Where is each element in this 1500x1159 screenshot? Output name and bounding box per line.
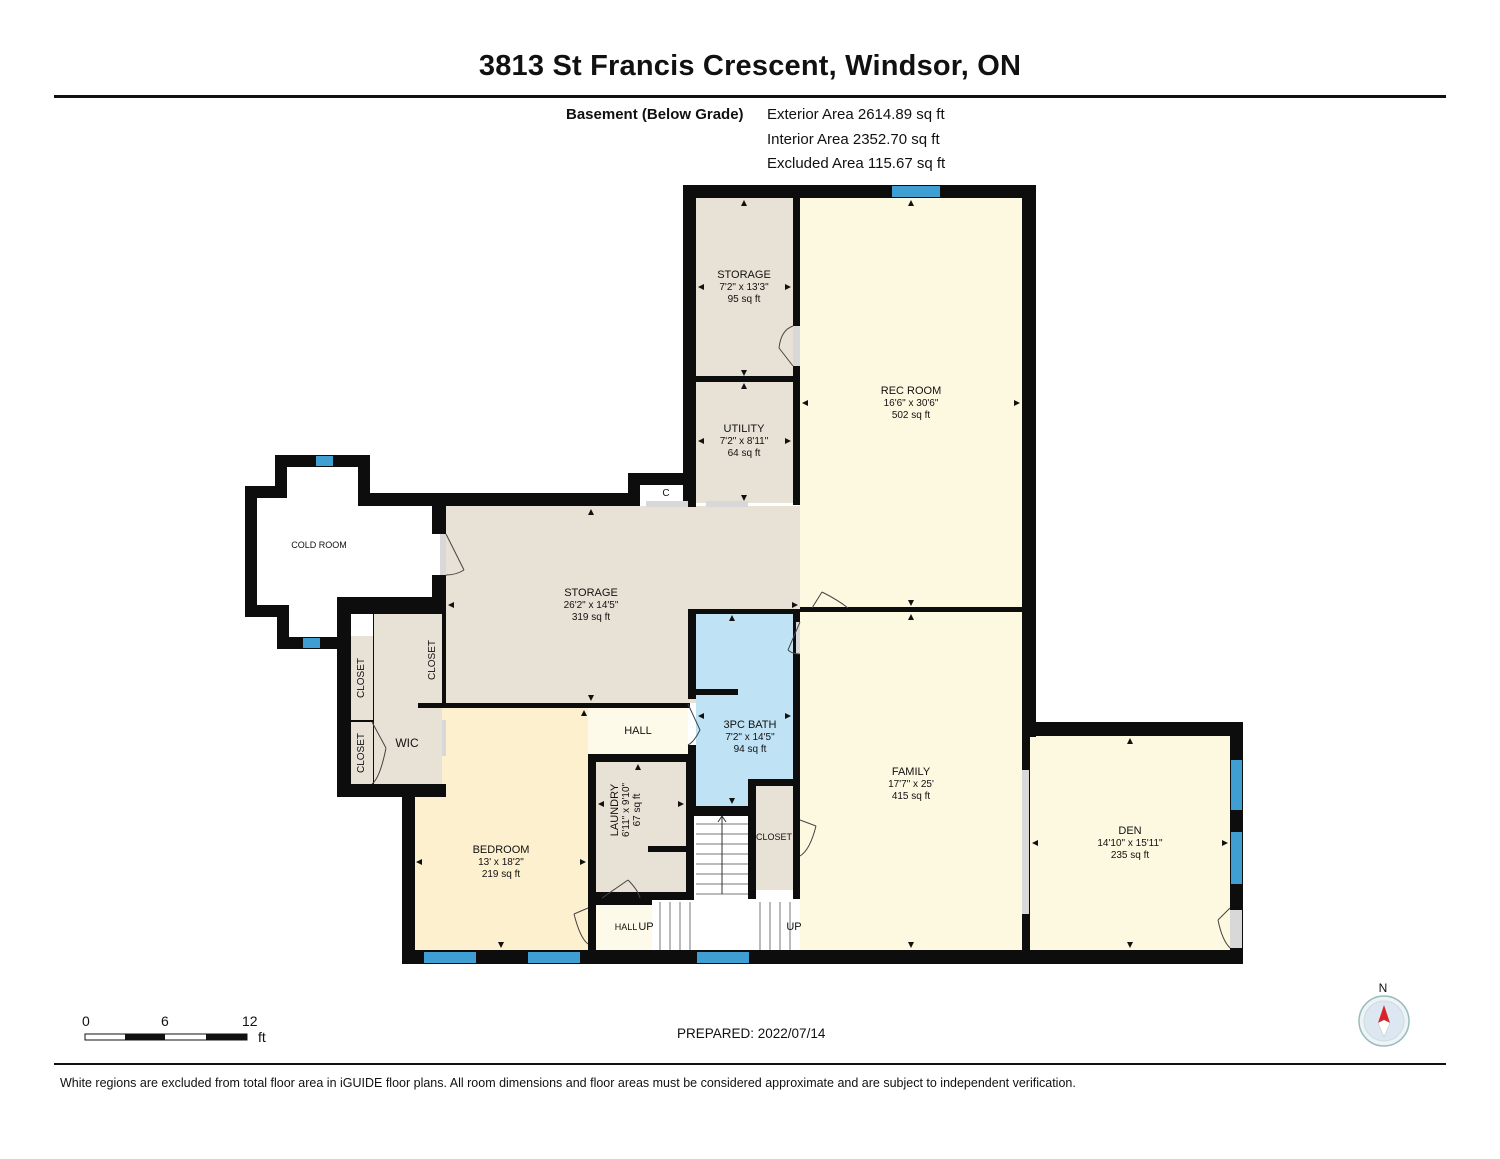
- scale-unit: ft: [258, 1029, 266, 1045]
- bath-fill: [696, 613, 793, 806]
- hall-fill: [588, 708, 688, 754]
- door-swings: [371, 325, 1231, 949]
- utility-dims: 7'2" x 8'11": [720, 436, 769, 447]
- closet-1-fill: [351, 636, 373, 720]
- dimension-arrows: [416, 200, 1228, 948]
- bedroom-area: 219 sq ft: [482, 869, 521, 880]
- closet-4-fill: [756, 786, 793, 890]
- den-area: 235 sq ft: [1111, 850, 1150, 861]
- interior-area: Interior Area 2352.70 sq ft: [767, 131, 940, 148]
- header-rule: [54, 95, 1446, 98]
- utility-name: UTILITY: [724, 423, 766, 435]
- storage-top-dims: 7'2" x 13'3": [719, 282, 769, 293]
- bedroom-dims: 13' x 18'2": [478, 857, 524, 868]
- storage-top-fill: [696, 198, 793, 378]
- footer-rule: [54, 1063, 1446, 1065]
- c-closet-name: C: [662, 488, 669, 499]
- closet-3-fill: [420, 614, 442, 706]
- bath-dims: 7'2" x 14'5": [725, 732, 775, 743]
- closet-1-name: CLOSET: [356, 658, 367, 698]
- windows: [303, 186, 1242, 963]
- closet-3-name: CLOSET: [427, 640, 438, 680]
- scale-tick-6: 6: [161, 1013, 169, 1029]
- den-fill: [1030, 736, 1230, 950]
- excluded-area: Excluded Area 115.67 sq ft: [767, 155, 946, 172]
- rec-room-dims: 16'6" x 30'6": [884, 398, 939, 409]
- exterior-area: Exterior Area 2614.89 sq ft: [767, 106, 945, 123]
- laundry-dims: 6'11" x 9'10": [621, 783, 632, 838]
- den-name: DEN: [1118, 825, 1141, 837]
- den-dims: 14'10" x 15'11": [1097, 838, 1163, 849]
- rec-room-name: REC ROOM: [881, 385, 942, 397]
- family-dims: 17'7" x 25': [888, 779, 934, 790]
- disclaimer: White regions are excluded from total fl…: [60, 1076, 1076, 1090]
- closet-2-name: CLOSET: [356, 733, 367, 773]
- doorways: [440, 326, 1242, 948]
- compass-north-icon: N: [1358, 981, 1410, 1047]
- laundry-area: 67 sq ft: [632, 793, 643, 826]
- bedroom-name: BEDROOM: [473, 844, 530, 856]
- stair-up-label-1: UP: [638, 921, 653, 933]
- level-label: Basement (Below Grade): [566, 106, 744, 123]
- stairs: [659, 815, 791, 950]
- rec-room-area: 502 sq ft: [892, 410, 931, 421]
- laundry-name: LAUNDRY: [609, 783, 621, 836]
- compass-label: N: [1379, 981, 1388, 995]
- utility-area: 64 sq ft: [728, 448, 761, 459]
- utility-fill: [696, 381, 793, 503]
- page-title: 3813 St Francis Crescent, Windsor, ON: [478, 50, 1022, 82]
- storage-main-area: 319 sq ft: [572, 612, 611, 623]
- scale-tick-0: 0: [82, 1013, 90, 1029]
- hall-lower-fill: [596, 905, 652, 950]
- hall-name: HALL: [624, 725, 652, 737]
- rec-room-fill: [800, 198, 1022, 608]
- closet-2-fill: [351, 722, 373, 784]
- family-name: FAMILY: [892, 766, 931, 778]
- bath-area: 94 sq ft: [734, 744, 767, 755]
- family-fill: [800, 611, 1022, 950]
- storage-top-name: STORAGE: [717, 269, 771, 281]
- storage-top-area: 95 sq ft: [728, 294, 761, 305]
- cold-room-name: COLD ROOM: [291, 540, 347, 550]
- bath-name: 3PC BATH: [724, 719, 777, 731]
- wic-name: WIC: [395, 736, 419, 750]
- hall-lower-name: HALL: [615, 922, 638, 932]
- laundry-fill: [596, 762, 686, 892]
- closet-4-name: CLOSET: [756, 832, 793, 842]
- stair-up-label-2: UP: [786, 921, 801, 933]
- storage-main-name: STORAGE: [564, 587, 618, 599]
- prepared-date: PREPARED: 2022/07/14: [677, 1026, 826, 1041]
- storage-main-dims: 26'2" x 14'5": [564, 600, 619, 611]
- scale-bar: [84, 1033, 248, 1041]
- scale-tick-12: 12: [242, 1013, 258, 1029]
- family-area: 415 sq ft: [892, 791, 931, 802]
